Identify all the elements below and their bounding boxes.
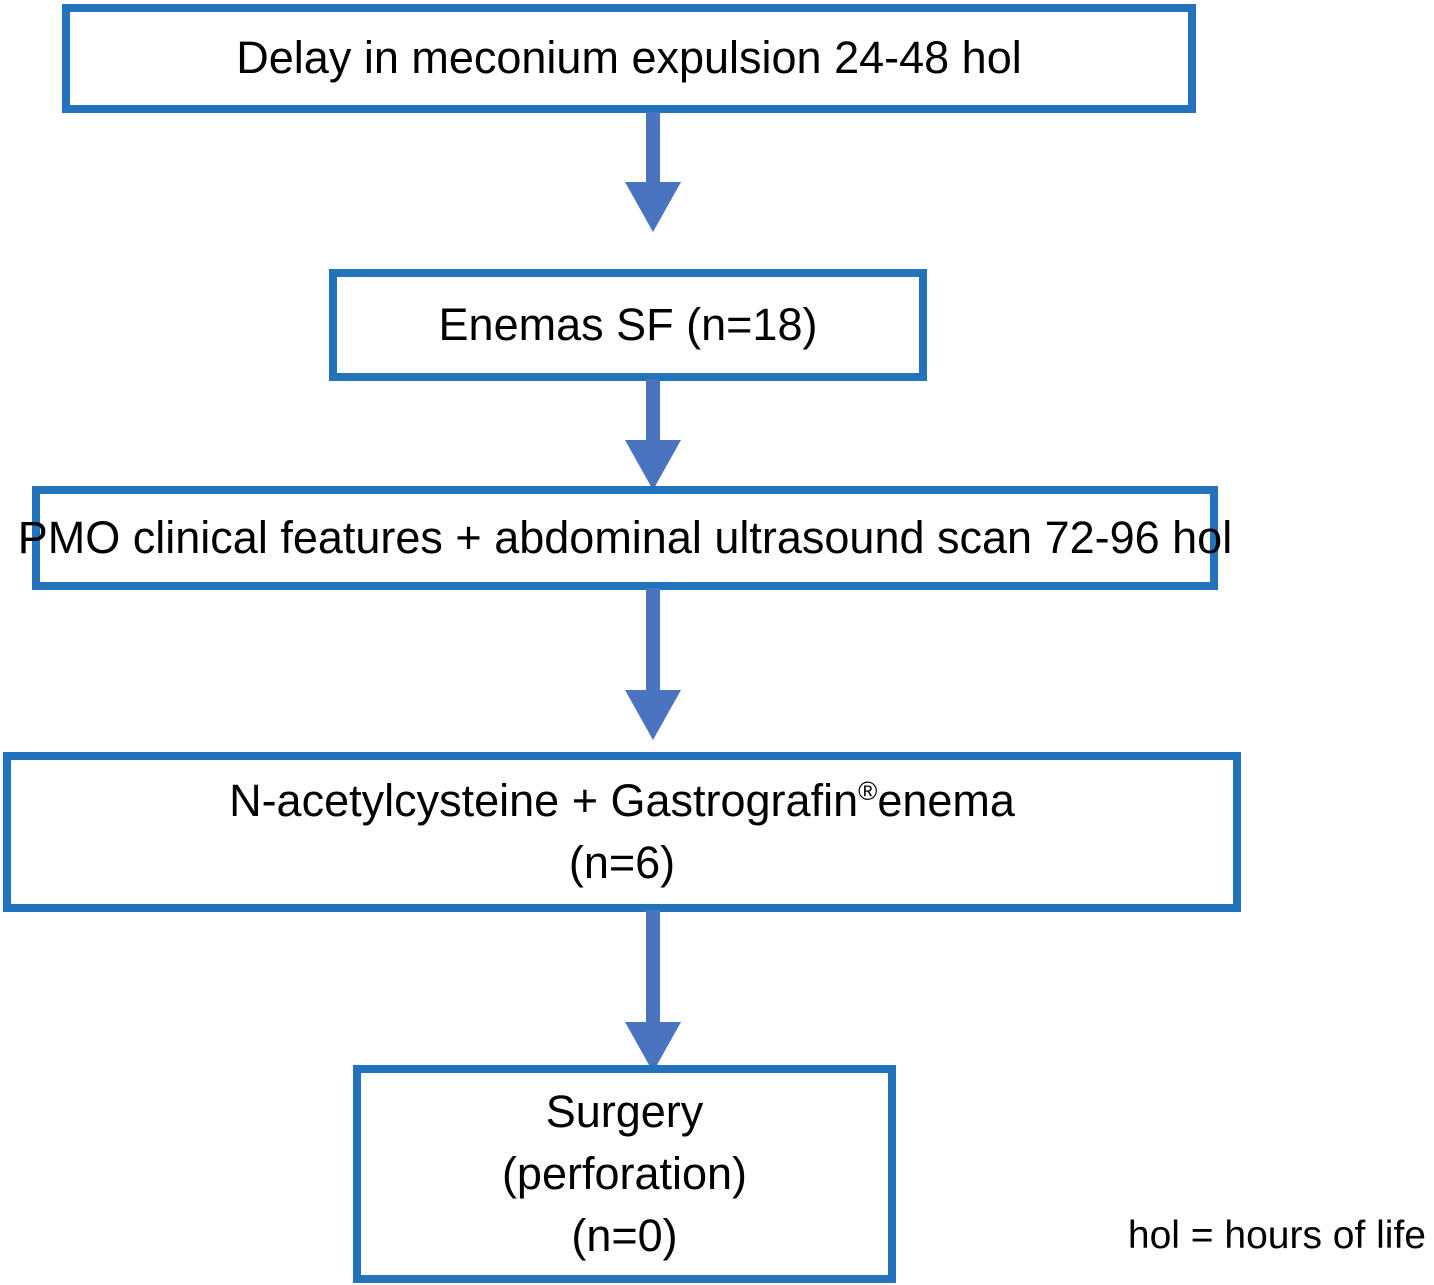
arrow-down-1-icon <box>625 112 681 232</box>
nac-line1-before-mark: N-acetylcysteine + Gastrografin <box>229 774 859 826</box>
flow-node-pmo-ultrasound-label: PMO clinical features + abdominal ultras… <box>17 511 1233 563</box>
flow-node-nac-gastrografin: N-acetylcysteine + Gastrografin®enema (n… <box>3 752 1241 912</box>
flow-node-surgery-count: (n=0) <box>571 1210 678 1262</box>
flow-node-nac-gastrografin-count: (n=6) <box>568 837 676 888</box>
flow-node-enemas-sf-label: Enemas SF (n=18) <box>438 298 818 350</box>
flow-node-enemas-sf: Enemas SF (n=18) <box>329 269 927 381</box>
flow-node-surgery-line2: (perforation) <box>501 1147 748 1199</box>
footnote-abbreviation: hol = hours of life <box>1127 1214 1426 1257</box>
flow-node-delay-meconium: Delay in meconium expulsion 24-48 hol <box>62 4 1196 113</box>
arrow-down-2-icon <box>625 379 681 490</box>
flow-node-nac-gastrografin-line1: N-acetylcysteine + Gastrografin®enema <box>229 770 1015 832</box>
arrow-down-3-icon <box>625 588 681 740</box>
arrow-down-4-icon <box>625 910 681 1072</box>
flow-node-surgery: Surgery (perforation) (n=0) <box>353 1065 896 1283</box>
flow-node-pmo-ultrasound: PMO clinical features + abdominal ultras… <box>18 486 1232 590</box>
flow-node-surgery-line1: Surgery <box>545 1085 704 1137</box>
nac-line1-after-mark: enema <box>877 774 1015 826</box>
flow-node-delay-meconium-label: Delay in meconium expulsion 24-48 hol <box>236 32 1022 84</box>
registered-trademark-icon: ® <box>858 775 878 806</box>
